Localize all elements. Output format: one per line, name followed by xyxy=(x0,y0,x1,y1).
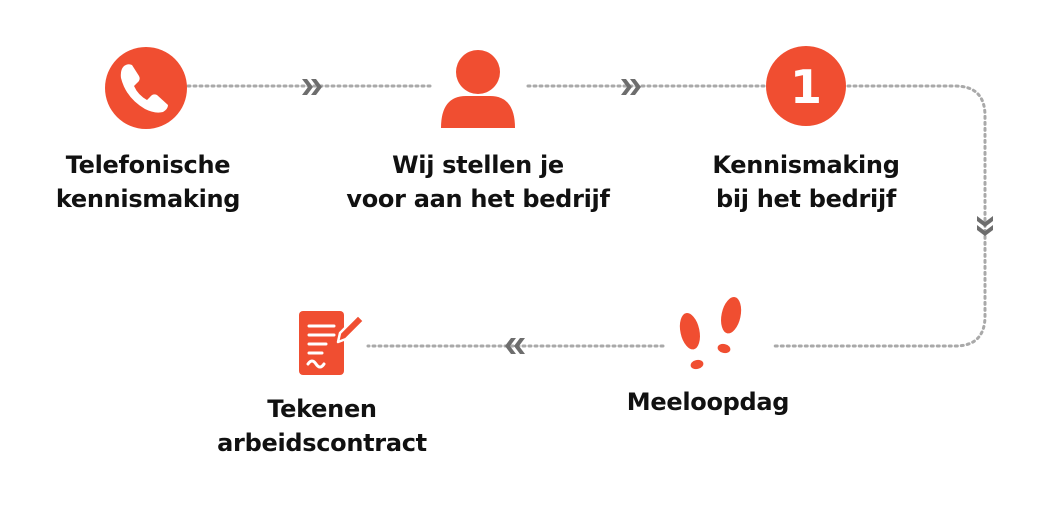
chevron-down-icon xyxy=(977,216,993,236)
step-label-telefonische-kennismaking: Telefonische kennismaking xyxy=(55,148,241,216)
chevron-right-icon xyxy=(621,79,641,95)
number-one-icon: 1 xyxy=(766,46,846,126)
person-icon xyxy=(441,50,515,128)
chevron-left-icon xyxy=(505,338,525,354)
contract-signing-icon xyxy=(299,311,366,375)
step-label-line: bij het bedrijf xyxy=(715,185,897,213)
connector-step3-step4 xyxy=(773,84,987,348)
step-label-line: arbeidscontract xyxy=(217,429,427,457)
step-label-line: Wij stellen je xyxy=(392,151,564,179)
step-number-badge: 1 xyxy=(790,60,822,114)
step-label-line: Telefonische xyxy=(65,151,231,179)
step-label-line: Tekenen xyxy=(267,395,377,423)
phone-icon xyxy=(105,47,187,129)
step-label-line: Kennismaking xyxy=(712,151,900,179)
connector-lines xyxy=(186,84,987,348)
step-label-kennismaking-bij-het-bedrijf: Kennismaking bij het bedrijf xyxy=(712,148,900,216)
chevron-right-icon xyxy=(302,79,322,95)
step-label-tekenen-arbeidscontract: Tekenen arbeidscontract xyxy=(217,392,427,460)
step-label-line: Meeloopdag xyxy=(626,388,790,416)
step-label-meeloopdag: Meeloopdag xyxy=(626,385,790,419)
step-label-line: kennismaking xyxy=(55,185,241,213)
step-label-wij-stellen-je-voor: Wij stellen je voor aan het bedrijf xyxy=(346,148,610,216)
footprints-icon xyxy=(676,294,745,373)
step-label-line: voor aan het bedrijf xyxy=(346,185,610,213)
